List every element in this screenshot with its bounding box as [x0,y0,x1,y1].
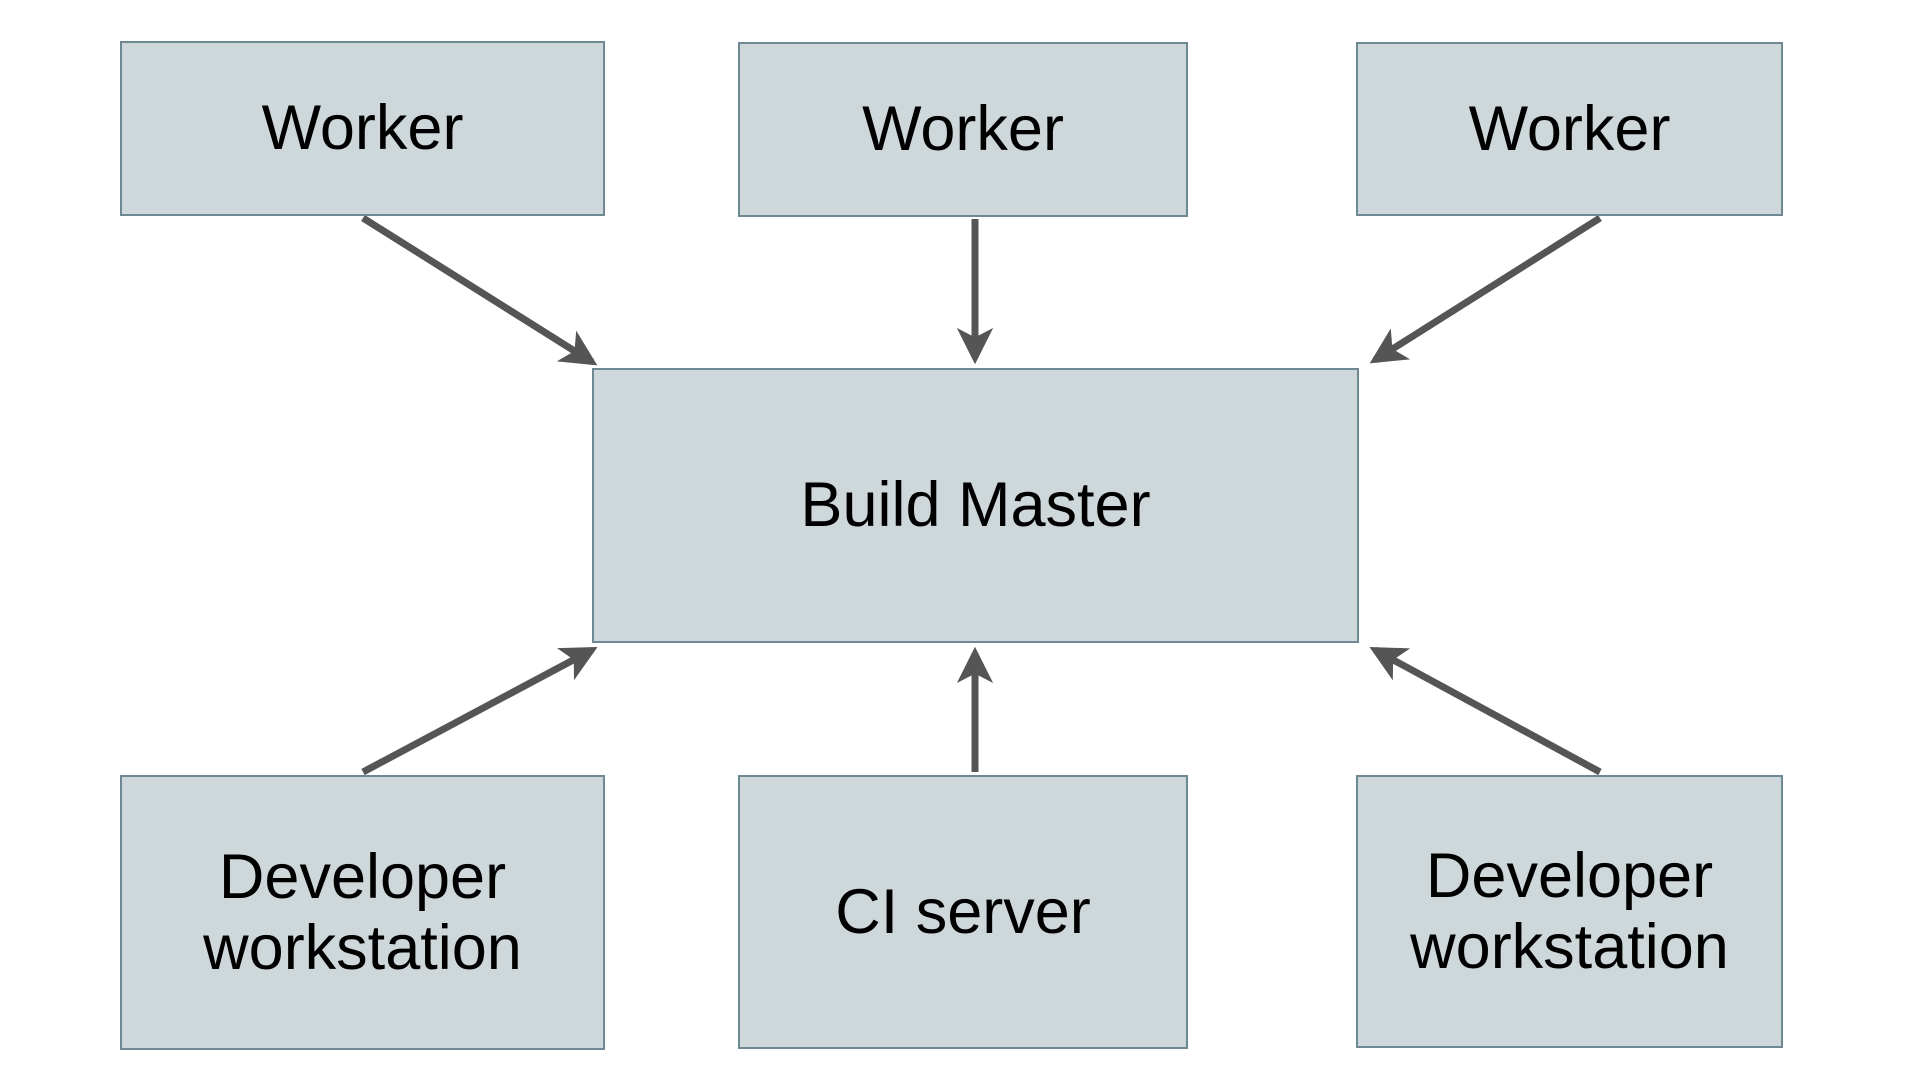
node-worker-2-label: Worker [862,94,1064,165]
node-ci-server-label: CI server [835,876,1091,947]
node-worker-1[interactable]: Worker [120,41,605,216]
node-worker-2[interactable]: Worker [738,42,1188,217]
node-developer-workstation-left[interactable]: Developer workstation [120,775,605,1050]
node-ci-server[interactable]: CI server [738,775,1188,1049]
node-build-master-label: Build Master [800,470,1151,541]
edge-worker-3-to-build-master [1369,215,1602,364]
node-developer-workstation-left-label: Developer workstation [203,841,522,983]
edge-worker-1-to-build-master [361,215,598,366]
node-worker-1-label: Worker [261,93,464,164]
node-worker-3-label: Worker [1468,93,1671,164]
node-build-master[interactable]: Build Master [592,368,1359,643]
edge-dev-workstation-right-to-build-master [1369,646,1602,776]
node-developer-workstation-right-label: Developer workstation [1410,840,1729,982]
node-developer-workstation-right[interactable]: Developer workstation [1356,775,1783,1048]
node-worker-3[interactable]: Worker [1356,42,1783,216]
edge-dev-workstation-left-to-build-master [361,646,598,776]
